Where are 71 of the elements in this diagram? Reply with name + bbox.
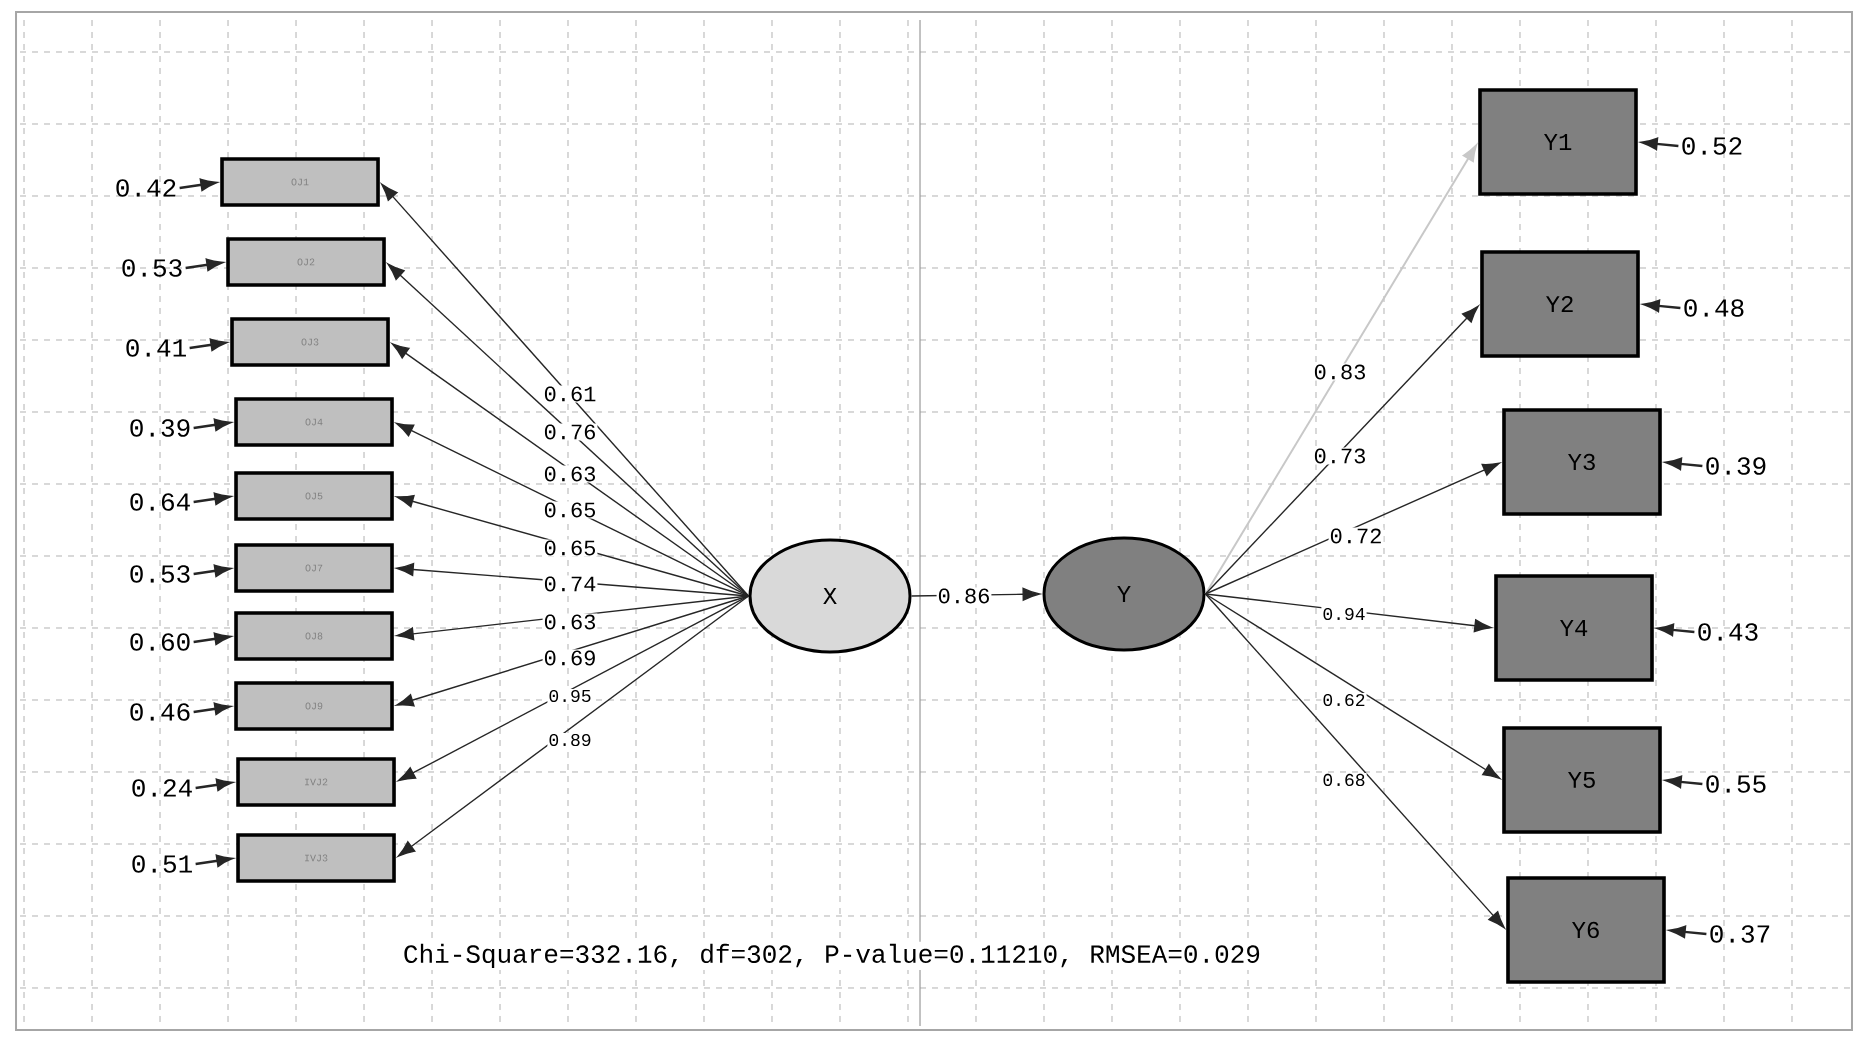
arrow	[193, 418, 231, 431]
edge-label: 0.63	[542, 613, 598, 631]
error-value: 0.37	[1710, 925, 1770, 943]
arrow	[1204, 593, 1505, 929]
arrow	[1204, 593, 1492, 633]
arrow	[395, 422, 750, 597]
edge-label: 0.73	[1312, 447, 1368, 465]
arrow	[193, 564, 231, 577]
fit-statistics: Chi-Square=332.16, df=302, P-value=0.11210, RMSEA=0.029	[400, 941, 1264, 971]
arrow	[1665, 457, 1703, 470]
edge-label: 0.76	[542, 423, 598, 441]
edge-label: 0.68	[1321, 772, 1367, 788]
error-value: 0.43	[1698, 623, 1758, 641]
edge-label: 0.74	[542, 575, 598, 593]
arrow	[1669, 925, 1707, 938]
arrow	[179, 178, 217, 191]
arrow	[396, 494, 750, 597]
error-value: 0.52	[1682, 137, 1742, 155]
arrow	[387, 263, 750, 597]
arrow	[1665, 775, 1703, 788]
arrow	[396, 595, 750, 707]
error-value: 0.46	[130, 703, 190, 721]
error-value: 0.60	[130, 633, 190, 651]
arrow	[195, 778, 233, 791]
error-value: 0.53	[122, 259, 182, 277]
edge-label: 0.83	[1312, 363, 1368, 381]
error-value: 0.24	[132, 779, 192, 797]
error-value: 0.39	[1706, 457, 1766, 475]
process-box: Y4	[1494, 574, 1654, 682]
error-value: 0.42	[116, 179, 176, 197]
error-value: 0.53	[130, 565, 190, 583]
arrow	[1204, 462, 1501, 595]
edge-label: 0.65	[542, 539, 598, 557]
arrow	[397, 595, 750, 782]
arrow	[185, 258, 223, 271]
arrow	[1204, 305, 1479, 595]
arrow	[1204, 593, 1501, 780]
arrow	[381, 183, 750, 597]
arrow	[193, 632, 231, 645]
arrow	[1641, 137, 1679, 150]
arrow	[1657, 623, 1695, 636]
edge-label: 0.62	[1321, 692, 1367, 708]
arrow	[391, 343, 750, 597]
arrow	[397, 595, 750, 857]
edge-label: 0.69	[542, 649, 598, 667]
process-box: Y2	[1480, 250, 1640, 358]
edge-label: 0.94	[1321, 606, 1367, 622]
error-value: 0.48	[1684, 299, 1744, 317]
process-box: Y3	[1502, 408, 1662, 516]
arrow	[193, 702, 231, 715]
arrow	[189, 338, 227, 351]
arrow	[1204, 144, 1477, 595]
edge-label: 0.61	[542, 385, 598, 403]
error-value: 0.55	[1706, 775, 1766, 793]
process-box: Y1	[1478, 88, 1638, 196]
error-value: 0.51	[132, 855, 192, 873]
error-value: 0.39	[130, 419, 190, 437]
error-value: 0.64	[130, 493, 190, 511]
arrow	[195, 854, 233, 867]
arrow	[1643, 299, 1681, 312]
arrow	[193, 492, 231, 505]
arrow	[396, 595, 750, 641]
edge-label: 0.63	[542, 465, 598, 483]
edge-label: 0.72	[1328, 527, 1384, 545]
process-box: Y6	[1506, 876, 1666, 984]
edge-label: 0.86	[936, 587, 992, 605]
edge-label: 0.89	[547, 732, 593, 748]
edge-label: 0.65	[542, 501, 598, 519]
error-value: 0.41	[126, 339, 186, 357]
edge-label: 0.95	[547, 688, 593, 704]
process-box: Y5	[1502, 726, 1662, 834]
